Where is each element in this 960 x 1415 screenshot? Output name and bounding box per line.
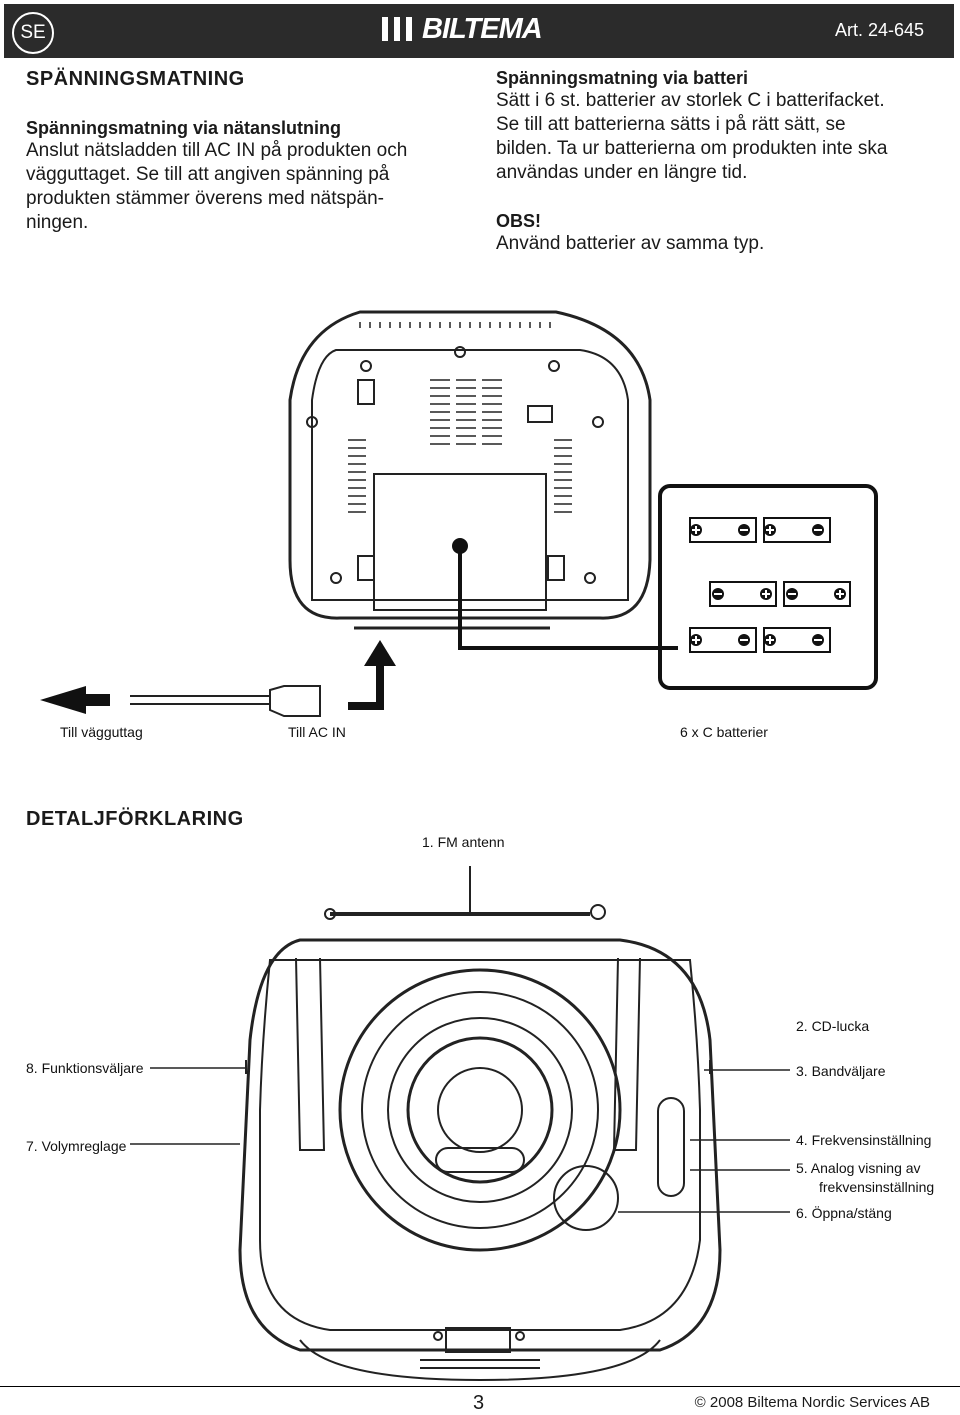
detail-fm-antenna: 1. FM antenn [422, 834, 505, 850]
language-badge: SE [12, 12, 54, 54]
detail-leaders [130, 1067, 790, 1213]
battery-line-2: Se till att batterierna sätts i på rätt … [496, 114, 846, 135]
power-cable [40, 640, 396, 717]
note-text: Använd batterier av samma typ. [496, 233, 765, 254]
battery-block: Spänningsmatning via batteri Sätt i 6 st… [496, 68, 946, 256]
header-bar [4, 4, 954, 58]
detail-analog-display-2: frekvensinställning [819, 1179, 935, 1195]
detail-band-selector: 3. Bandväljare [796, 1063, 886, 1079]
battery-subheading: Spänningsmatning via batteri [496, 68, 749, 88]
section-power: SPÄNNINGSMATNING [26, 68, 245, 91]
mains-block: Spänningsmatning via nätanslutning Anslu… [26, 118, 466, 235]
radio-front-view [238, 866, 722, 1382]
mains-subheading: Spänningsmatning via nätanslutning [26, 118, 342, 138]
detail-function-selector: 8. Funktionsväljare [26, 1060, 144, 1076]
mains-line-3: produkten stämmer överens med nätspän- [26, 188, 385, 209]
footer-divider [0, 1386, 960, 1387]
detail-open-close: 6. Öppna/stäng [796, 1205, 892, 1221]
checker-icon [382, 17, 418, 41]
details-heading: DETALJFÖRKLARING [26, 808, 244, 830]
battery-leader [452, 538, 678, 650]
detail-analog-display: 5. Analog visning av [796, 1160, 921, 1176]
battery-line-1: Sätt i 6 st. batterier av storlek C i ba… [496, 90, 885, 111]
copyright: © 2008 Biltema Nordic Services AB [694, 1394, 930, 1411]
label-wall-outlet: Till vägguttag [60, 724, 143, 740]
note-title: OBS! [496, 211, 541, 231]
mains-line-2: vägguttaget. Se till att angiven spännin… [26, 164, 390, 185]
brand-logo: BILTEMA [382, 12, 543, 45]
detail-tuning: 4. Frekvensinställning [796, 1132, 932, 1148]
mains-line-1: Anslut nätsladden till AC IN på produkte… [26, 140, 408, 161]
section-heading: SPÄNNINGSMATNING [26, 68, 245, 90]
battery-line-4: användas under en längre tid. [496, 162, 748, 183]
label-ac-in: Till AC IN [288, 724, 346, 740]
label-batteries: 6 x C batterier [680, 724, 768, 740]
brand-name: BILTEMA [422, 12, 543, 45]
page-number: 3 [473, 1392, 485, 1414]
battery-line-3: bilden. Ta ur batterierna om produkten i… [496, 138, 888, 159]
mains-line-4: ningen. [26, 212, 89, 233]
radio-back-view [288, 310, 652, 630]
battery-box [658, 484, 878, 690]
article-number: Art. 24-645 [834, 20, 924, 40]
detail-cd-lid: 2. CD-lucka [796, 1018, 870, 1034]
detail-volume: 7. Volymreglage [26, 1138, 127, 1154]
